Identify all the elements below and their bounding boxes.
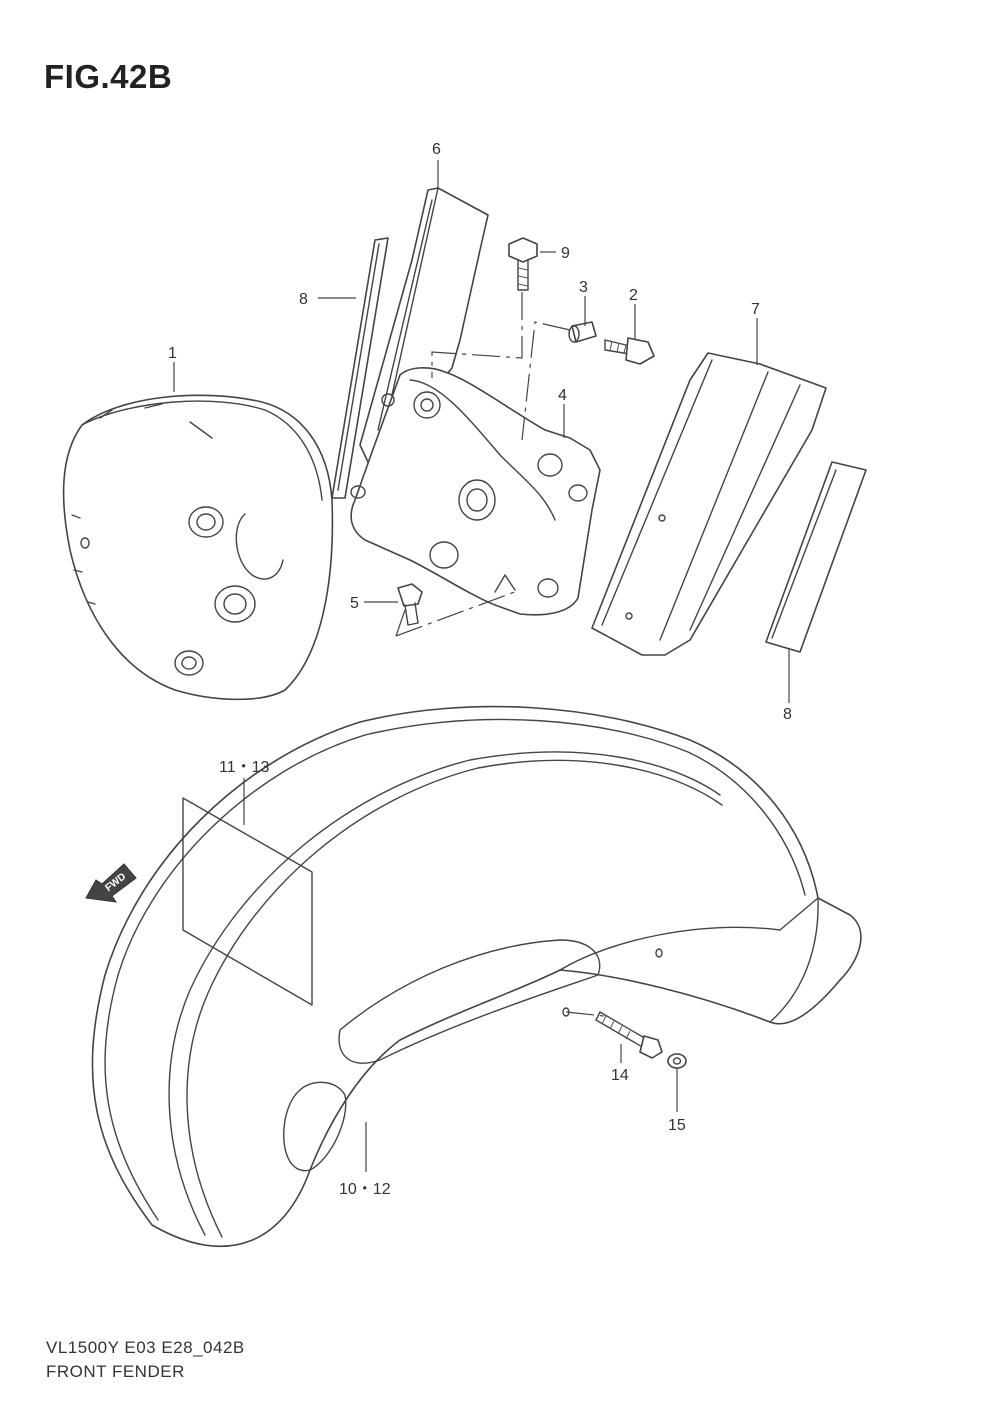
part-8-strip-right xyxy=(765,461,867,653)
callout-3: 3 xyxy=(579,279,588,296)
leader-lines xyxy=(173,160,790,1172)
part-11-13-emblem xyxy=(182,797,313,1006)
part-1-headlight-housing xyxy=(62,394,334,701)
figure-title: FIG.42B xyxy=(44,58,173,95)
callout-labels: 1 6 8 9 3 2 7 4 5 8 11・13 10・12 14 15 xyxy=(168,141,792,1198)
callout-10-12: 10・12 xyxy=(339,1181,391,1198)
callout-4: 4 xyxy=(558,387,567,404)
part-7-cover xyxy=(591,352,827,656)
callout-1: 1 xyxy=(168,345,177,362)
callout-7: 7 xyxy=(751,301,760,318)
model-code: VL1500Y E03 E28_042B xyxy=(46,1338,245,1357)
part-3-collar xyxy=(568,321,597,343)
part-15-washer xyxy=(667,1053,687,1069)
callout-6: 6 xyxy=(432,141,441,158)
assembly-lines xyxy=(395,292,605,1017)
section-name: FRONT FENDER xyxy=(46,1362,185,1381)
part-10-12-front-fender xyxy=(91,705,862,1248)
part-8-strip-left xyxy=(331,237,389,499)
fwd-direction-arrow-icon: FWD xyxy=(85,863,137,903)
part-6-cover xyxy=(359,187,489,463)
part-5-screw xyxy=(397,583,423,626)
callout-2: 2 xyxy=(629,287,638,304)
callout-11-13: 11・13 xyxy=(219,759,270,776)
part-9-bolt xyxy=(508,237,538,291)
callout-9: 9 xyxy=(561,245,570,262)
part-14-bolt xyxy=(595,1011,663,1059)
callout-14: 14 xyxy=(611,1067,629,1084)
part-4-bracket xyxy=(350,367,601,616)
callout-15: 15 xyxy=(668,1117,686,1134)
figure-footer: VL1500Y E03 E28_042B FRONT FENDER xyxy=(46,1336,245,1384)
callout-8-left: 8 xyxy=(299,291,308,308)
callout-8-right: 8 xyxy=(783,706,792,723)
part-2-screw xyxy=(604,337,655,365)
callout-5: 5 xyxy=(350,595,359,612)
